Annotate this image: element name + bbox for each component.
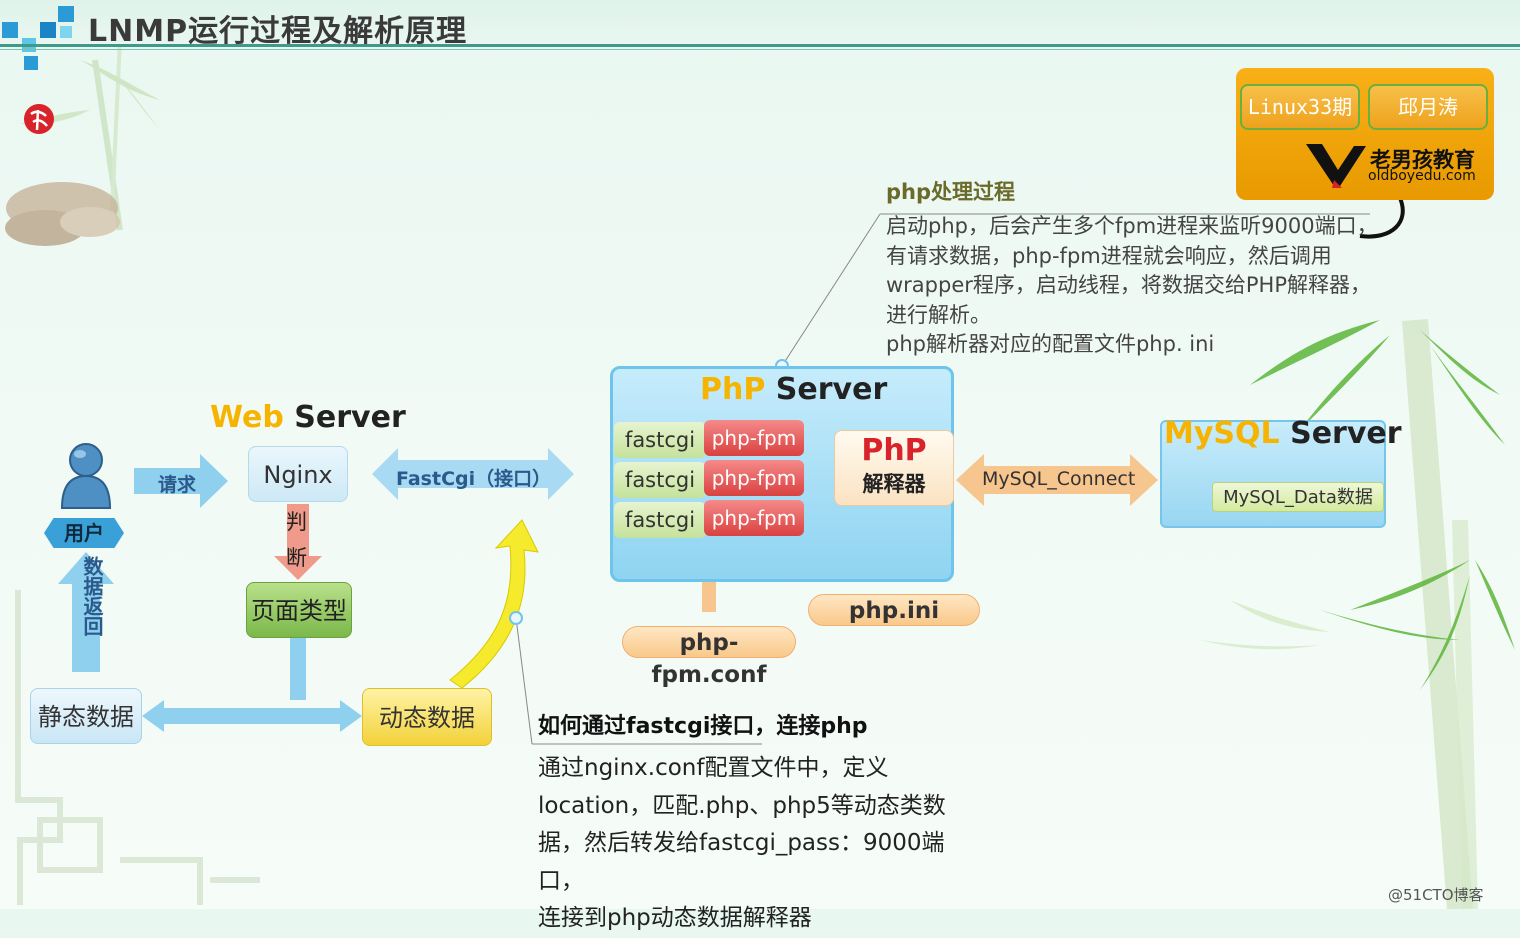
- logo-square-icon: [58, 6, 74, 22]
- background-decoration: [5, 39, 1515, 909]
- static-data-node: 静态数据: [30, 688, 142, 744]
- bamboo-right-icon: [1200, 319, 1515, 909]
- logo-square-icon: [24, 56, 38, 70]
- logo-square-icon: [60, 26, 72, 38]
- brand-name: 老男孩教育: [1370, 148, 1475, 172]
- callout-line-fastcgi: [515, 617, 533, 745]
- watermark: @51CTO博客: [1388, 886, 1484, 904]
- brand-logo-icon: [1306, 144, 1366, 188]
- request-label: 请求: [158, 474, 197, 496]
- mysql-server-heading: MySQL Server: [1164, 416, 1402, 451]
- logo-square-icon: [40, 22, 56, 38]
- callout-dot: [509, 611, 523, 625]
- flow-arrows: [58, 197, 1405, 745]
- mysql-connect-arrow-icon: [956, 454, 1158, 506]
- mysql-word: MySQL: [1164, 416, 1280, 451]
- fret-pattern-icon: [15, 590, 260, 905]
- php-word: PhP: [700, 372, 766, 407]
- php-process-line: 有请求数据，php-fpm进程就会响应，然后调用: [886, 243, 1332, 268]
- user-label: 用户: [44, 518, 124, 548]
- user-icon: [60, 443, 112, 509]
- judge-arrow-icon: [274, 504, 322, 580]
- brand-course-tag: Linux33期: [1240, 84, 1360, 130]
- fastcgi-cell: fastcgi: [614, 462, 706, 498]
- page-type-node: 页面类型: [246, 582, 352, 638]
- fastcgi-note-title: 如何通过fastcgi接口，连接php: [538, 714, 868, 739]
- fastcgi-double-arrow-icon: [372, 448, 574, 500]
- php-fpm-conf-node: php-fpm.conf: [622, 626, 796, 688]
- fastcgi-note-line: location，匹配.php、php5等动态类数: [538, 792, 946, 819]
- mysql-connect-label: MySQL_Connect: [982, 468, 1136, 490]
- php-process-line: 启动php，后会产生多个fpm进程来监听9000端口，: [886, 214, 1378, 238]
- php-fpm-cell: php-fpm: [704, 420, 804, 456]
- fastcgi-note-line: 通过nginx.conf配置文件中，定义: [538, 755, 889, 781]
- php-server-heading: PhP Server: [700, 372, 887, 407]
- php-fpm-cell: php-fpm: [704, 500, 804, 536]
- brand-author-tag: 邱月涛: [1368, 84, 1488, 130]
- title-bar: [0, 0, 1520, 46]
- brand-url: oldboyedu.com: [1368, 168, 1476, 184]
- fastcgi-note-line: 连接到php动态数据解释器: [538, 905, 812, 931]
- php-process-title: php处理过程: [886, 180, 1016, 204]
- title-underline-thin: [0, 49, 1520, 50]
- php-process-line: 进行解析。: [886, 302, 991, 327]
- php-process-line: php解析器对应的配置文件php. ini: [886, 332, 1215, 356]
- dynamic-curve-arrow-icon: [449, 519, 539, 689]
- rocks-icon: [5, 182, 120, 246]
- request-arrow-icon: [134, 454, 228, 508]
- brand-curl-icon: [1359, 197, 1405, 239]
- php-ini-node: php.ini: [808, 594, 980, 626]
- fastcgi-cell: fastcgi: [614, 422, 706, 458]
- title-underline: [0, 44, 1520, 47]
- php-process-line: wrapper程序，启动线程，将数据交给PHP解释器，: [886, 273, 1372, 297]
- fastcgi-cell: fastcgi: [614, 502, 706, 538]
- return-label: 数据返回: [80, 556, 104, 636]
- fastcgi-label: FastCgi（接口）: [396, 468, 552, 490]
- fastcgi-note-text: 通过nginx.conf配置文件中，定义 location，匹配.php、php…: [538, 750, 978, 938]
- static-dynamic-arrow-icon: [142, 700, 362, 732]
- server-word: Server: [1290, 416, 1402, 451]
- callout-line-php: [781, 213, 881, 367]
- web-word: Web: [210, 400, 284, 435]
- interp-subtitle: 解释器: [862, 472, 926, 496]
- dynamic-data-node: 动态数据: [362, 688, 492, 746]
- php-process-text: 启动php，后会产生多个fpm进程来监听9000端口， 有请求数据，php-fp…: [886, 212, 1406, 360]
- fastcgi-note-line: 据，然后转发给fastcgi_pass：9000端口，: [538, 830, 945, 894]
- server-word: Server: [775, 372, 888, 407]
- php-interpreter-node: PhP 解释器: [834, 430, 954, 506]
- logo-square-icon: [2, 22, 18, 38]
- red-seal-icon: [24, 104, 54, 134]
- interp-title: PhP: [861, 433, 927, 468]
- php-fpm-cell: php-fpm: [704, 460, 804, 496]
- split-connector: [290, 638, 306, 700]
- judge-label: 判断: [286, 510, 307, 570]
- web-server-heading: Web Server: [210, 400, 406, 435]
- nginx-node: Nginx: [248, 446, 348, 502]
- return-arrow-icon: [58, 552, 114, 672]
- page-title: LNMP运行过程及解析原理: [88, 14, 468, 49]
- server-word: Server: [294, 400, 406, 435]
- mysql-data-node: MySQL_Data数据: [1212, 482, 1384, 512]
